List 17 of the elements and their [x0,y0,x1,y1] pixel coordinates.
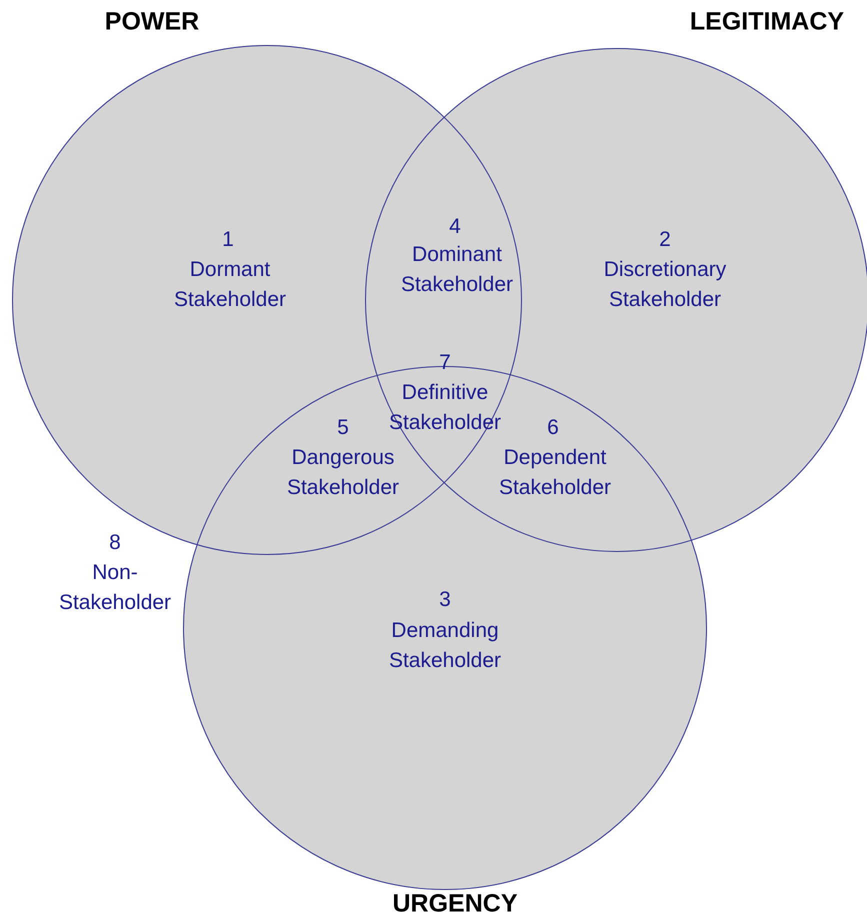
region-label: Non-Stakeholder [58,560,172,616]
region-number: 4 [449,214,461,240]
region-label: Dependent Stakeholder [498,445,612,501]
region-label: Dormant Stakeholder [174,257,286,313]
region-number: 5 [337,415,349,441]
circle-title: POWER [104,8,200,36]
region-number: 6 [547,415,559,441]
region-number: 8 [109,530,121,556]
region-number: 1 [222,227,234,253]
circle-title: LEGITIMACY [690,8,844,36]
region-label: Demanding Stakeholder [388,618,502,674]
region-label: Dangerous Stakeholder [286,445,400,501]
region-label: Dominant Stakeholder [400,242,514,298]
circle-title: URGENCY [392,890,518,917]
region-label: Discretionary Stakeholder [604,257,726,313]
region-number: 2 [659,227,671,253]
region-number: 3 [439,587,451,613]
